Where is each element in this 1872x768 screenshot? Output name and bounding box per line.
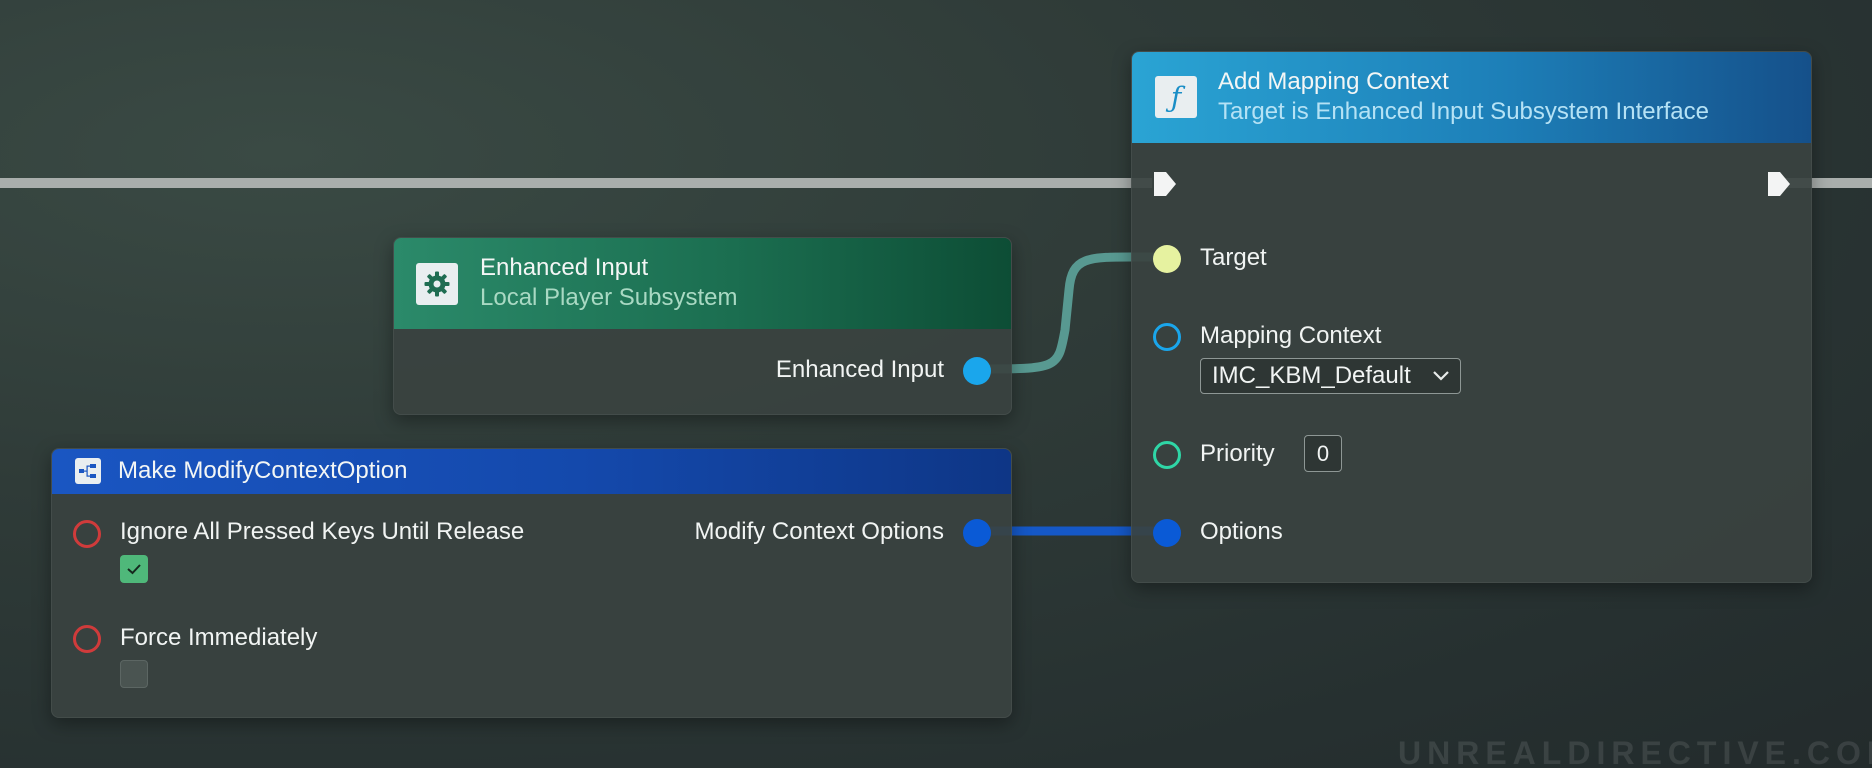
object-wire[interactable] [972, 252, 1171, 374]
node-header[interactable]: Make ModifyContextOption [52, 449, 1011, 494]
enhanced-input-node[interactable]: Enhanced Input Local Player Subsystem En… [393, 237, 1012, 415]
enhanced-input-output-pin[interactable] [963, 357, 991, 385]
node-header[interactable]: ƒ Add Mapping Context Target is Enhanced… [1132, 52, 1811, 143]
options-pin[interactable] [1153, 519, 1181, 547]
ignore-pressed-keys-pin[interactable] [73, 520, 101, 548]
node-subtitle: Target is Enhanced Input Subsystem Inter… [1218, 98, 1709, 125]
checkmark-icon [127, 564, 141, 575]
target-pin[interactable] [1153, 245, 1181, 273]
force-immediately-checkbox[interactable] [120, 660, 148, 688]
watermark: UNREALDIRECTIVE.COM [1398, 735, 1872, 768]
exec-out-pin[interactable] [1766, 170, 1792, 198]
chevron-down-icon [1433, 371, 1449, 381]
add-mapping-context-node[interactable]: ƒ Add Mapping Context Target is Enhanced… [1131, 51, 1812, 583]
force-immediately-label: Force Immediately [120, 624, 318, 651]
priority-label: Priority [1200, 440, 1275, 467]
modify-context-options-output-label: Modify Context Options [694, 518, 944, 545]
mapping-context-pin[interactable] [1153, 323, 1181, 351]
enhanced-input-output-label: Enhanced Input [775, 356, 944, 383]
modify-context-options-output-pin[interactable] [963, 519, 991, 547]
ignore-pressed-keys-label: Ignore All Pressed Keys Until Release [120, 518, 525, 545]
make-modify-context-option-node[interactable]: Make ModifyContextOption Ignore All Pres… [51, 448, 1012, 718]
mapping-context-dropdown[interactable]: IMC_KBM_Default [1200, 358, 1461, 394]
force-immediately-pin[interactable] [73, 625, 101, 653]
mapping-context-label: Mapping Context [1200, 322, 1382, 349]
node-title: Enhanced Input [480, 254, 649, 281]
node-header[interactable]: Enhanced Input Local Player Subsystem [394, 238, 1011, 329]
priority-input[interactable]: 0 [1304, 435, 1342, 472]
node-title: Make ModifyContextOption [118, 457, 408, 484]
function-icon: ƒ [1155, 76, 1197, 118]
gear-icon [416, 263, 458, 305]
node-subtitle: Local Player Subsystem [480, 284, 738, 311]
mapping-context-value: IMC_KBM_Default [1212, 362, 1411, 389]
exec-in-pin[interactable] [1152, 170, 1178, 198]
options-label: Options [1200, 518, 1283, 545]
target-label: Target [1200, 244, 1267, 271]
priority-pin[interactable] [1153, 441, 1181, 469]
node-title: Add Mapping Context [1218, 68, 1449, 95]
ignore-pressed-keys-checkbox[interactable] [120, 555, 148, 583]
struct-make-icon [75, 458, 101, 484]
